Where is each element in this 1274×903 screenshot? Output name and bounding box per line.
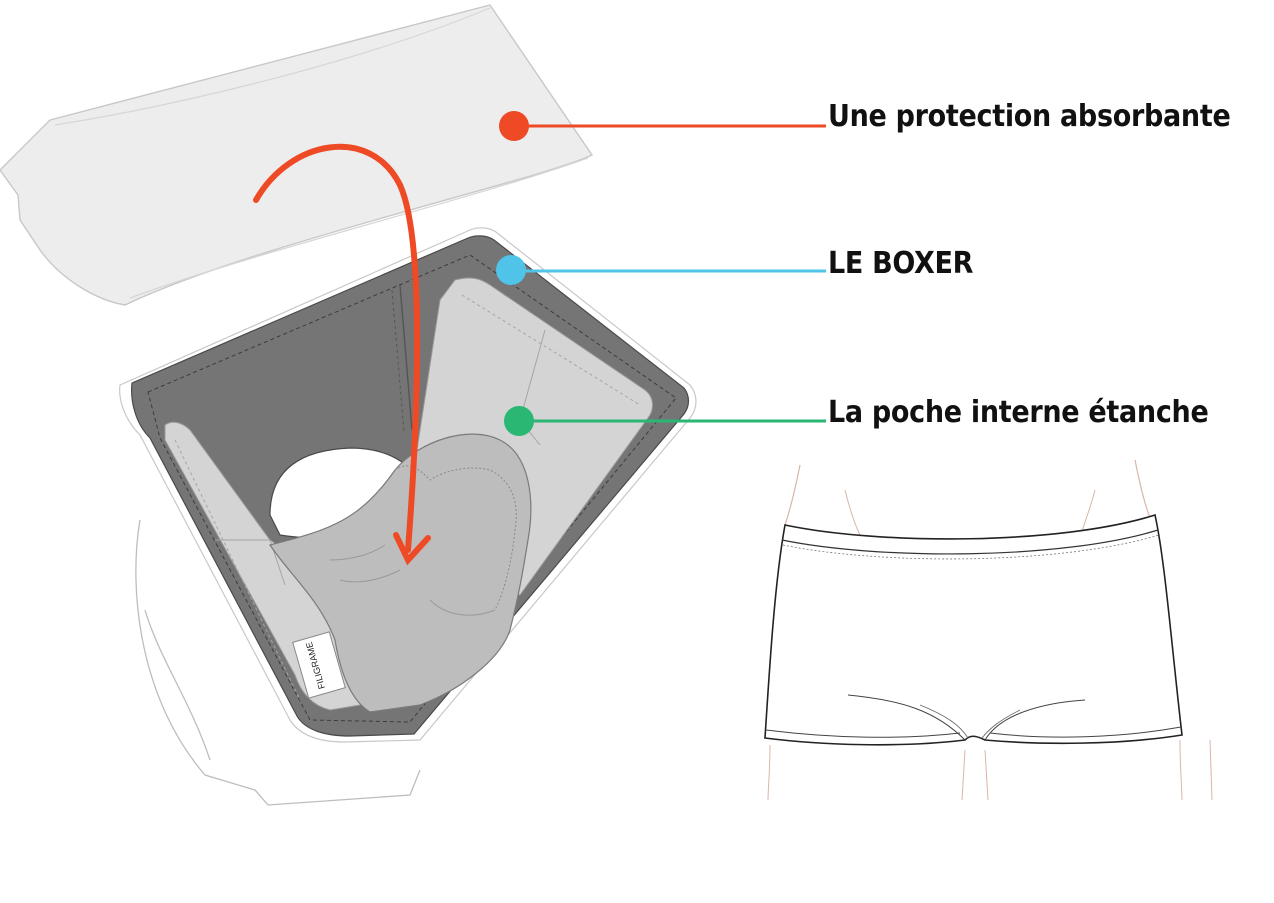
inner-pouch (269, 433, 532, 713)
callout-label-boxer: LE BOXER (828, 246, 974, 281)
boxer-back-outline (135, 519, 421, 806)
insert-arrow (253, 143, 431, 566)
arrow-head (393, 532, 431, 566)
callout-boxer-pointer (496, 255, 826, 285)
brand-tag: FILIGRAME (292, 631, 346, 699)
callout-poche-pointer (504, 406, 826, 436)
worn-boxer-illustration (764, 459, 1213, 801)
callout-protection-pointer (499, 111, 826, 141)
callout-label-protection: Une protection absorbante (828, 99, 1231, 134)
callout-label-poche: La poche interne étanche (828, 395, 1209, 430)
absorbent-pad (0, 4, 594, 306)
